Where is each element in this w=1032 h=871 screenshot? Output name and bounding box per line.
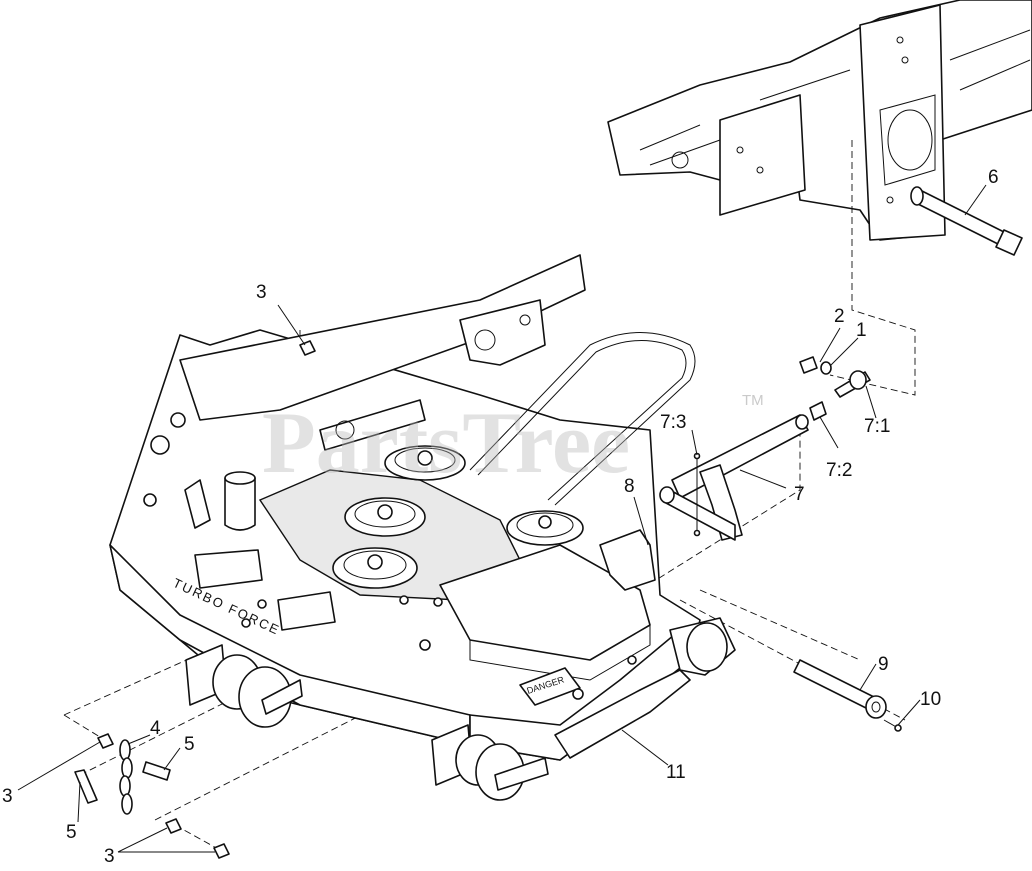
watermark: PartsTree TM	[262, 392, 764, 492]
callout-5-left[interactable]: 5	[66, 822, 77, 843]
bolt-6	[910, 186, 1023, 256]
callout-3-left[interactable]: 3	[2, 786, 13, 807]
callout-7-3[interactable]: 7:3	[660, 412, 686, 433]
callout-8[interactable]: 8	[624, 476, 635, 497]
callout-2[interactable]: 2	[834, 306, 845, 327]
callout-3-top[interactable]: 3	[256, 282, 267, 303]
watermark-tm: TM	[742, 392, 764, 409]
watermark-text: PartsTree	[262, 395, 630, 492]
hitch-pin-9	[793, 659, 887, 719]
callout-7[interactable]: 7	[794, 484, 805, 505]
antiscalp-wheel-left-front	[185, 644, 303, 728]
callout-10[interactable]: 10	[920, 689, 941, 710]
callout-3-bottom[interactable]: 3	[104, 846, 115, 867]
chain-4	[119, 739, 133, 815]
clip-10	[883, 719, 902, 732]
nuts-3	[97, 340, 316, 859]
callout-9[interactable]: 9	[878, 654, 889, 675]
antiscalp-wheel-right	[669, 617, 736, 676]
nut-washer-1-2	[799, 356, 832, 375]
callout-6[interactable]: 6	[988, 167, 999, 188]
pulley-front	[332, 547, 418, 589]
pulley-rear	[384, 445, 466, 481]
callout-labels: 1 2 3 3 3 4 5 5 6 7 7:1 7:2 7:3 8 9 10 1…	[2, 167, 999, 867]
tractor-frame	[607, 0, 1032, 241]
hitch-rod-assembly-7	[659, 370, 871, 541]
antiscalp-wheel-left-rear	[431, 724, 549, 801]
callout-5-right[interactable]: 5	[184, 734, 195, 755]
pulley-middle	[344, 497, 426, 537]
callout-11[interactable]: 11	[666, 762, 686, 783]
callout-7-2[interactable]: 7:2	[826, 460, 852, 481]
bolts-5	[74, 761, 171, 804]
mower-deck: TURBO FORCE DANGER	[109, 254, 701, 761]
leader-lines	[17, 184, 987, 853]
callout-4[interactable]: 4	[150, 718, 161, 739]
pulley-right	[506, 510, 584, 546]
callout-1[interactable]: 1	[856, 320, 867, 341]
callout-7-1[interactable]: 7:1	[864, 416, 890, 437]
